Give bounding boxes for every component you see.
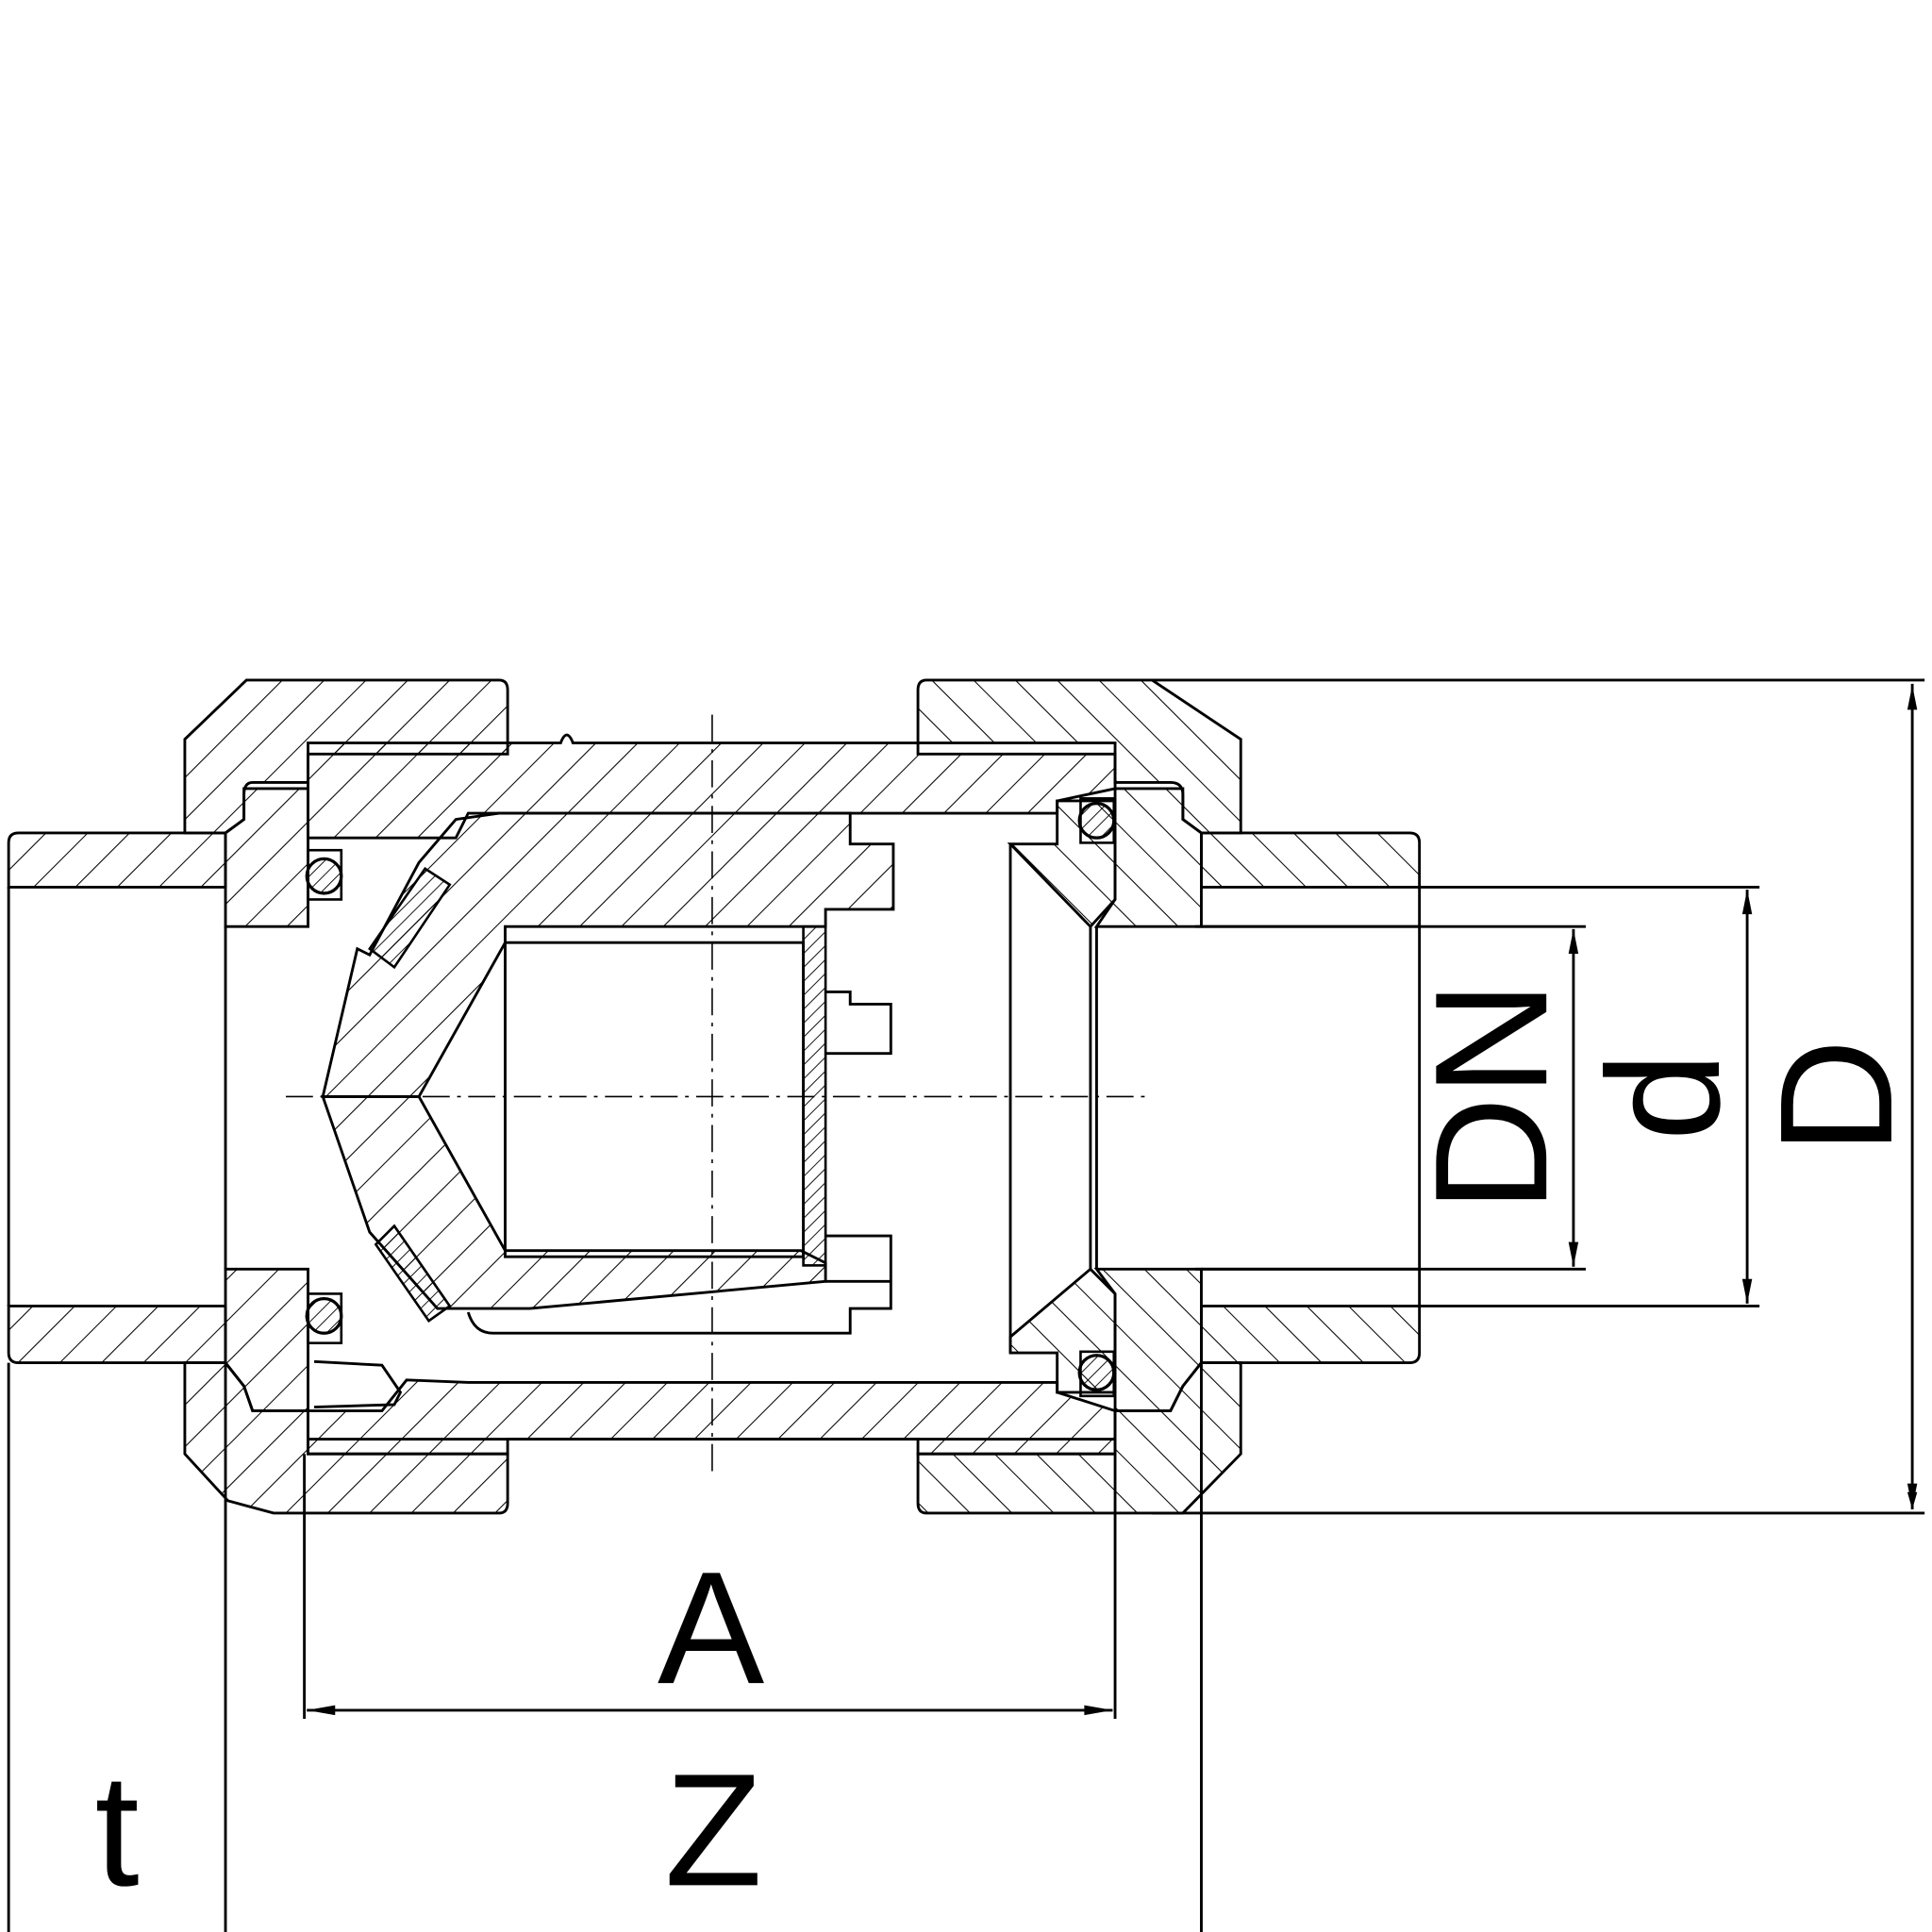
dimension-D: D bbox=[1746, 683, 1925, 1509]
dimension-label-t: t bbox=[94, 1740, 139, 1919]
dimension-label-Z: Z bbox=[664, 1740, 762, 1919]
dimension-Z: Z bbox=[664, 1740, 762, 1919]
o-rings bbox=[305, 797, 1116, 1398]
right-union-nut bbox=[916, 678, 1242, 1515]
right-socket bbox=[1200, 831, 1422, 1365]
dimension-t: t bbox=[94, 1740, 139, 1919]
dimension-label-A: A bbox=[658, 1538, 764, 1717]
dimension-label-DN: DN bbox=[1401, 981, 1580, 1212]
extension-lines bbox=[7, 678, 1925, 1932]
left-union-nut bbox=[183, 678, 509, 1515]
dimension-A: A bbox=[307, 1538, 1113, 1717]
dimension-label-d: d bbox=[1574, 1052, 1753, 1141]
retaining-clip bbox=[313, 1359, 403, 1409]
dimension-label-D: D bbox=[1746, 1039, 1925, 1155]
dimension-d: d bbox=[1574, 890, 1753, 1304]
dimension-DN: DN bbox=[1401, 928, 1580, 1267]
left-socket bbox=[7, 831, 227, 1365]
seal-rings bbox=[368, 867, 452, 1323]
